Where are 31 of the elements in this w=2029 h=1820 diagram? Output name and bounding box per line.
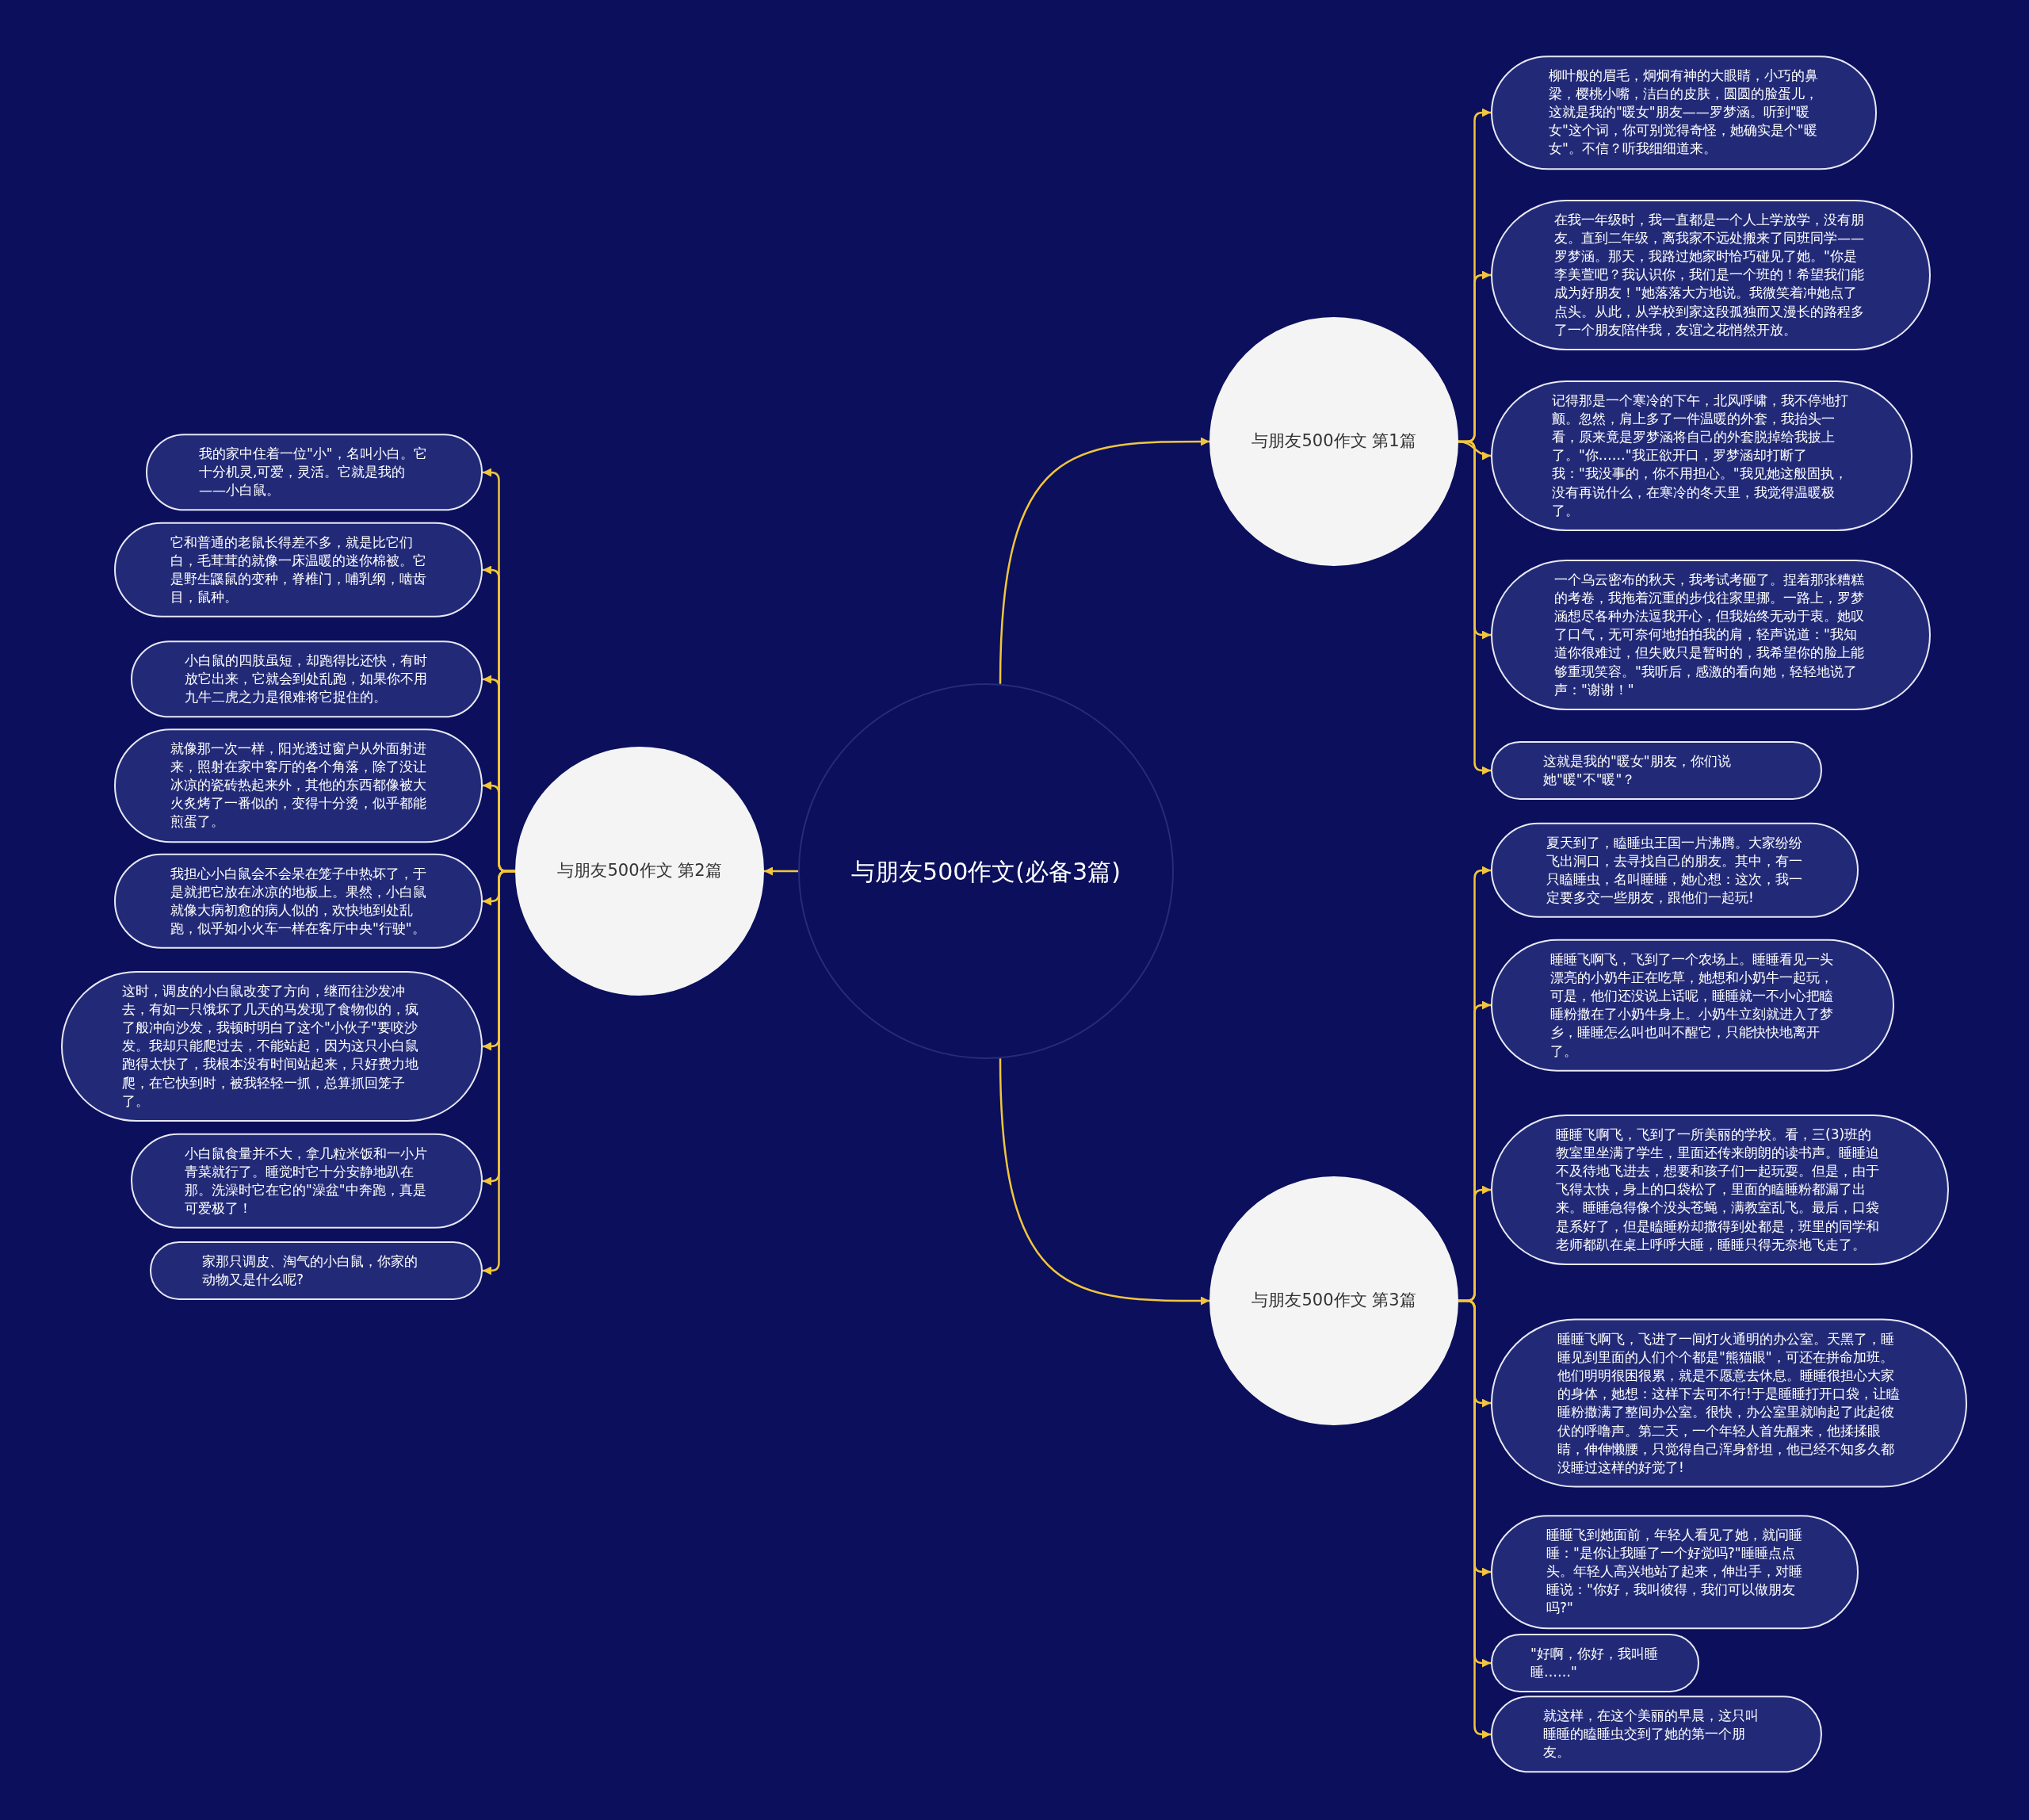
paragraph-text: 就像那一次一样，阳光透过窗户从外面射进来，照射在家中客厅的各个角落，除了没让冰凉的瓷砖热起来外，其他的东西都像被大火炙烤了一番似的，变得十分烫，似乎都能煎蛋了。: [170, 740, 426, 832]
paragraph-text: 我的家中住着一位"小"，名叫小白。它十分机灵,可爱，灵活。它就是我的——小白鼠。: [199, 445, 428, 500]
paragraph-text: 睡睡飞啊飞，飞到了一个农场上。睡睡看见一头漂亮的小奶牛正在吃草，她想和小奶牛一起玩，可是，他们还没说上话呢，睡睡就一不小心把瞌睡粉撒在了小奶牛身上。小奶牛立刻就进入了梦乡，睡睡怎么叫也叫不醒它，只能快快地离开了。: [1550, 950, 1834, 1061]
connector-arrow: [999, 437, 1209, 684]
paragraph-text: 睡睡飞啊飞，飞进了一间灯火通明的办公室。天黑了，睡睡见到里面的人们个个都是"熊猫眼"，可还在拼命加班。他们明明很困很累，就是不愿意去休息。睡睡很担心大家的身体，她想：这样下去可不行!于是睡睡打开口袋，让瞌睡粉撒满了整间办公室。很快，办公室里就响起了此起彼伏的呼噜声。第二天，一个年轻人首先醒来，他揉揉眼睛，伸伸懒腰，只觉得自己浑身舒坦，他已经不知多久都没睡过这样的好觉了!: [1557, 1329, 1901, 1477]
paragraph-text: 小白鼠食量并不大，拿几粒米饭和一小片青菜就行了。睡觉时它十分安静地趴在那。洗澡时它在它的"澡盆"中奔跑，真是可爱极了！: [185, 1144, 428, 1218]
paragraph-text: 小白鼠的四肢虽短，却跑得比还快，有时放它出来，它就会到处乱跑，如果你不用九牛二虎之力是很难将它捉住的。: [185, 652, 428, 707]
paragraph-text: 我担心小白鼠会不会呆在笼子中热坏了，于是就把它放在冰凉的地板上。果然，小白鼠就像大病初愈的病人似的，欢快地到处乱跑，似乎如小火车一样在客厅中央"行驶"。: [170, 864, 426, 939]
topic-label: 与朋友500作文 第2篇: [557, 860, 722, 882]
paragraph-text: 睡睡飞啊飞，飞到了一所美丽的学校。看，三(3)班的教室里坐满了学生，里面还传来朗朗的读书声。睡睡迫不及待地飞进去，想要和孩子们一起玩耍。但是，由于飞得太快，身上的口袋松了，里面的瞌睡粉都漏了出来。睡睡急得像个没头苍蝇，满教室乱飞。最后，口袋是系好了，但是瞌睡粉却撒得到处都是，班里的同学和老师都趴在桌上呼呼大睡，睡睡只得无奈地飞走了。: [1556, 1126, 1880, 1254]
connector-arrow: [1458, 440, 1491, 775]
paragraph-text: 这时，调皮的小白鼠改变了方向，继而往沙发冲去，有如一只饿坏了几天的马发现了食物似的，疯了般冲向沙发，我顿时明白了这个"小伙子"要咬沙发。我却只能爬过去，不能站起，因为这只小白鼠跑得太快了，我根本没有时间站起来，只好费力地爬，在它快到时，被我轻轻一抓，总算抓回笼子了。: [122, 982, 419, 1111]
connector-arrow: [999, 1058, 1209, 1306]
topic-label: 与朋友500作文 第3篇: [1251, 1290, 1416, 1312]
paragraph-text: "好啊，你好，我叫睡睡……": [1530, 1644, 1659, 1681]
paragraph-text: 记得那是一个寒冷的下午，北风呼啸，我不停地打颤。忽然，肩上多了一件温暖的外套，我抬头一看，原来竟是罗梦涵将自己的外套脱掉给我披上了。"你……"我正欲开口，罗梦涵却打断了我："我没事的，你不用担心。"我见她这般固执，没有再说什么，在寒冷的冬天里，我觉得温暖极了。: [1552, 392, 1849, 520]
paragraph-text: 家那只调皮、淘气的小白鼠，你家的动物又是什么呢?: [202, 1252, 418, 1289]
topic-label: 与朋友500作文(必备3篇): [851, 856, 1121, 887]
connector-arrow: [483, 870, 515, 1275]
paragraph-text: 它和普通的老鼠长得差不多，就是比它们白，毛茸茸的就像一床温暖的迷你棉被。它是野生鼷鼠的变种，脊椎门，哺乳纲，啮齿目，鼠种。: [170, 533, 426, 607]
connector-arrow: [1458, 1299, 1491, 1739]
connector-arrow: [1458, 440, 1492, 460]
paragraph-text: 睡睡飞到她面前，年轻人看见了她，就问睡睡："是你让我睡了一个好觉吗?"睡睡点点头。年轻人高兴地站了起来，伸出手，对睡睡说："你好，我叫彼得，我们可以做朋友吗?": [1546, 1526, 1803, 1618]
paragraph-text: 就这样，在这个美丽的早晨，这只叫睡睡的瞌睡虫交到了她的第一个朋友。: [1543, 1707, 1760, 1762]
paragraph-text: 在我一年级时，我一直都是一个人上学放学，没有朋友。直到二年级，离我家不远处搬来了同班同学——罗梦涵。那天，我路过她家时恰巧碰见了她。"你是李美萱吧？我认识你，我们是一个班的！希望我们能成为好朋友！"她落落大方地说。我微笑着冲她点了点头。从此，从学校到家这段孤独而又漫长的路程多了一个朋友陪伴我，友谊之花悄然开放。: [1554, 211, 1865, 339]
paragraph-text: 一个乌云密布的秋天，我考试考砸了。捏着那张糟糕的考卷，我拖着沉重的步伐往家里挪。一路上，罗梦涵想尽各种办法逗我开心，但我始终无动于衷。她叹了口气，无可奈何地拍拍我的肩，轻声说道："我知道你很难过，但失败只是暂时的，我希望你的脸上能够重现笑容。"我听后，感激的看向她，轻轻地说了声："谢谢！": [1554, 571, 1865, 699]
paragraph-text: 这就是我的"暖女"朋友，你们说她"暖"不"暖"？: [1543, 751, 1732, 789]
topic-label: 与朋友500作文 第1篇: [1251, 430, 1416, 453]
paragraph-text: 夏天到了，瞌睡虫王国一片沸腾。大家纷纷飞出洞口，去寻找自己的朋友。其中，有一只瞌睡虫，名叫睡睡，她心想：这次，我一定要多交一些朋友，跟他们一起玩!: [1546, 833, 1803, 908]
connector-arrow: [764, 866, 798, 876]
paragraph-text: 柳叶般的眉毛，炯炯有神的大眼睛，小巧的鼻梁，樱桃小嘴，洁白的皮肤，圆圆的脸蛋儿，这就是我的"暖女"朋友——罗梦涵。听到"暖女"这个词，你可别觉得奇怪，她确实是个"暖女"。不信？听我细细道来。: [1549, 67, 1819, 159]
